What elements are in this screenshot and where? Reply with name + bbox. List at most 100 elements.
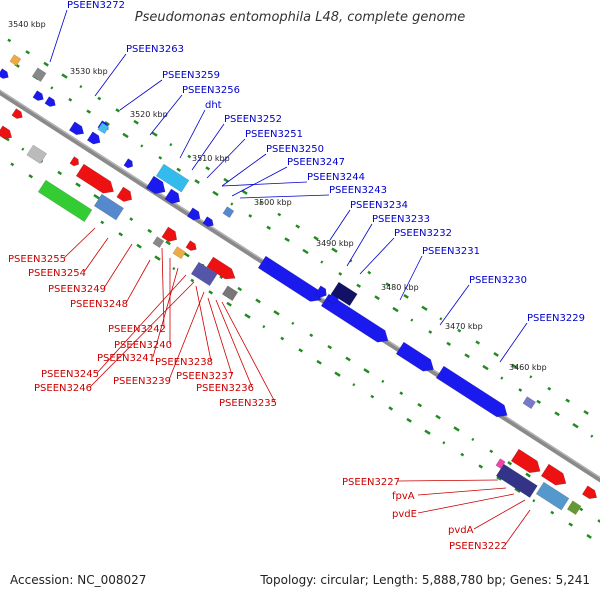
label-leader [499, 322, 528, 363]
forward-gene-label: PSEEN3247 [287, 157, 345, 168]
gene [257, 255, 322, 302]
gene-arrow [206, 256, 236, 280]
gc-tick [244, 313, 251, 319]
gc-tick [493, 352, 499, 357]
gene-block [93, 193, 124, 221]
gc-tick [291, 321, 295, 325]
gene [190, 261, 218, 287]
forward-gene-label: PSEEN3252 [224, 114, 282, 125]
reverse-gene-label: pvdE [392, 509, 417, 520]
gc-tick [532, 499, 536, 503]
gc-tick [133, 119, 139, 125]
gene-arrow [314, 285, 327, 298]
gc-tick [140, 144, 144, 148]
gene-block [522, 396, 536, 410]
gc-tick [313, 235, 319, 241]
forward-gene-label: PSEEN3244 [307, 172, 365, 183]
gc-tick [86, 109, 92, 114]
gc-tick [187, 154, 192, 159]
gene [186, 207, 201, 221]
label-leader [94, 53, 127, 97]
gene [314, 285, 327, 298]
gc-tick [586, 534, 592, 539]
label-leader [83, 237, 109, 273]
label-leader [149, 94, 183, 136]
gc-tick [205, 166, 211, 171]
gc-tick [345, 356, 351, 362]
gc-tick [579, 507, 584, 512]
gc-tick [280, 336, 285, 341]
gc-tick [568, 522, 574, 527]
gene-arrow [257, 255, 322, 302]
gc-tick [172, 266, 176, 271]
gc-tick [327, 344, 333, 350]
gene [522, 396, 536, 410]
gene [581, 485, 598, 500]
gene [566, 500, 582, 515]
gc-tick [460, 452, 465, 457]
gene [495, 458, 506, 469]
scale-tick-label: 3460 kbp [509, 363, 547, 372]
reverse-gene-label: PSEEN3248 [70, 299, 128, 310]
forward-gene-label: PSEEN3229 [527, 313, 585, 324]
gene [535, 481, 570, 511]
label-leader [125, 259, 151, 304]
gene-arrow [44, 96, 56, 107]
label-leader [231, 166, 288, 197]
gc-tick [212, 190, 219, 197]
gc-tick [118, 232, 124, 237]
gc-tick [334, 371, 341, 377]
scale-tick-label: 3490 kbp [316, 239, 354, 248]
gene-arrow [540, 463, 567, 486]
gene [44, 96, 56, 107]
gene-block [155, 163, 190, 193]
gene-block [221, 285, 239, 302]
gc-tick [363, 368, 370, 374]
gc-tick [457, 328, 462, 333]
gc-tick [320, 260, 324, 264]
gc-tick [399, 391, 404, 396]
gc-tick [482, 364, 489, 371]
gc-tick [165, 240, 171, 246]
reverse-gene-label: PSEEN3241 [97, 353, 155, 364]
gc-tick [79, 84, 83, 89]
gc-tick [500, 376, 504, 380]
gc-tick [453, 426, 460, 432]
gene-block [172, 246, 186, 260]
gc-tick [406, 417, 412, 423]
gc-tick [352, 383, 356, 387]
gc-tick [417, 403, 423, 408]
gc-tick [273, 310, 280, 316]
gc-tick [158, 155, 163, 160]
gc-tick [507, 461, 513, 466]
gene-arrow [186, 207, 201, 221]
gene-block [535, 481, 570, 511]
gc-tick [554, 411, 560, 417]
gc-tick [223, 177, 229, 183]
gc-tick [374, 295, 380, 301]
reverse-gene-label: PSEEN3239 [113, 376, 171, 387]
reverse-gene-label: pvdA [448, 525, 474, 536]
label-leader [215, 299, 253, 388]
gc-tick [10, 162, 15, 167]
gc-tick [241, 189, 248, 195]
accession-text: Accession: NC_008027 [10, 573, 147, 587]
gc-tick [439, 317, 443, 321]
gc-tick [496, 475, 502, 481]
gene [145, 175, 166, 195]
gene-arrow [202, 216, 214, 227]
gene [202, 216, 214, 227]
gc-tick [151, 131, 158, 137]
forward-gene-label: PSEEN3250 [266, 144, 324, 155]
gc-tick [316, 359, 322, 365]
gene [395, 341, 434, 372]
gc-tick [255, 298, 261, 304]
gc-tick [385, 282, 391, 287]
gene-arrow [75, 163, 114, 194]
scale-tick-label: 3520 kbp [130, 110, 168, 119]
gc-tick [262, 325, 266, 329]
gc-tick [550, 510, 555, 515]
gene [155, 163, 190, 193]
gc-tick [75, 182, 81, 188]
